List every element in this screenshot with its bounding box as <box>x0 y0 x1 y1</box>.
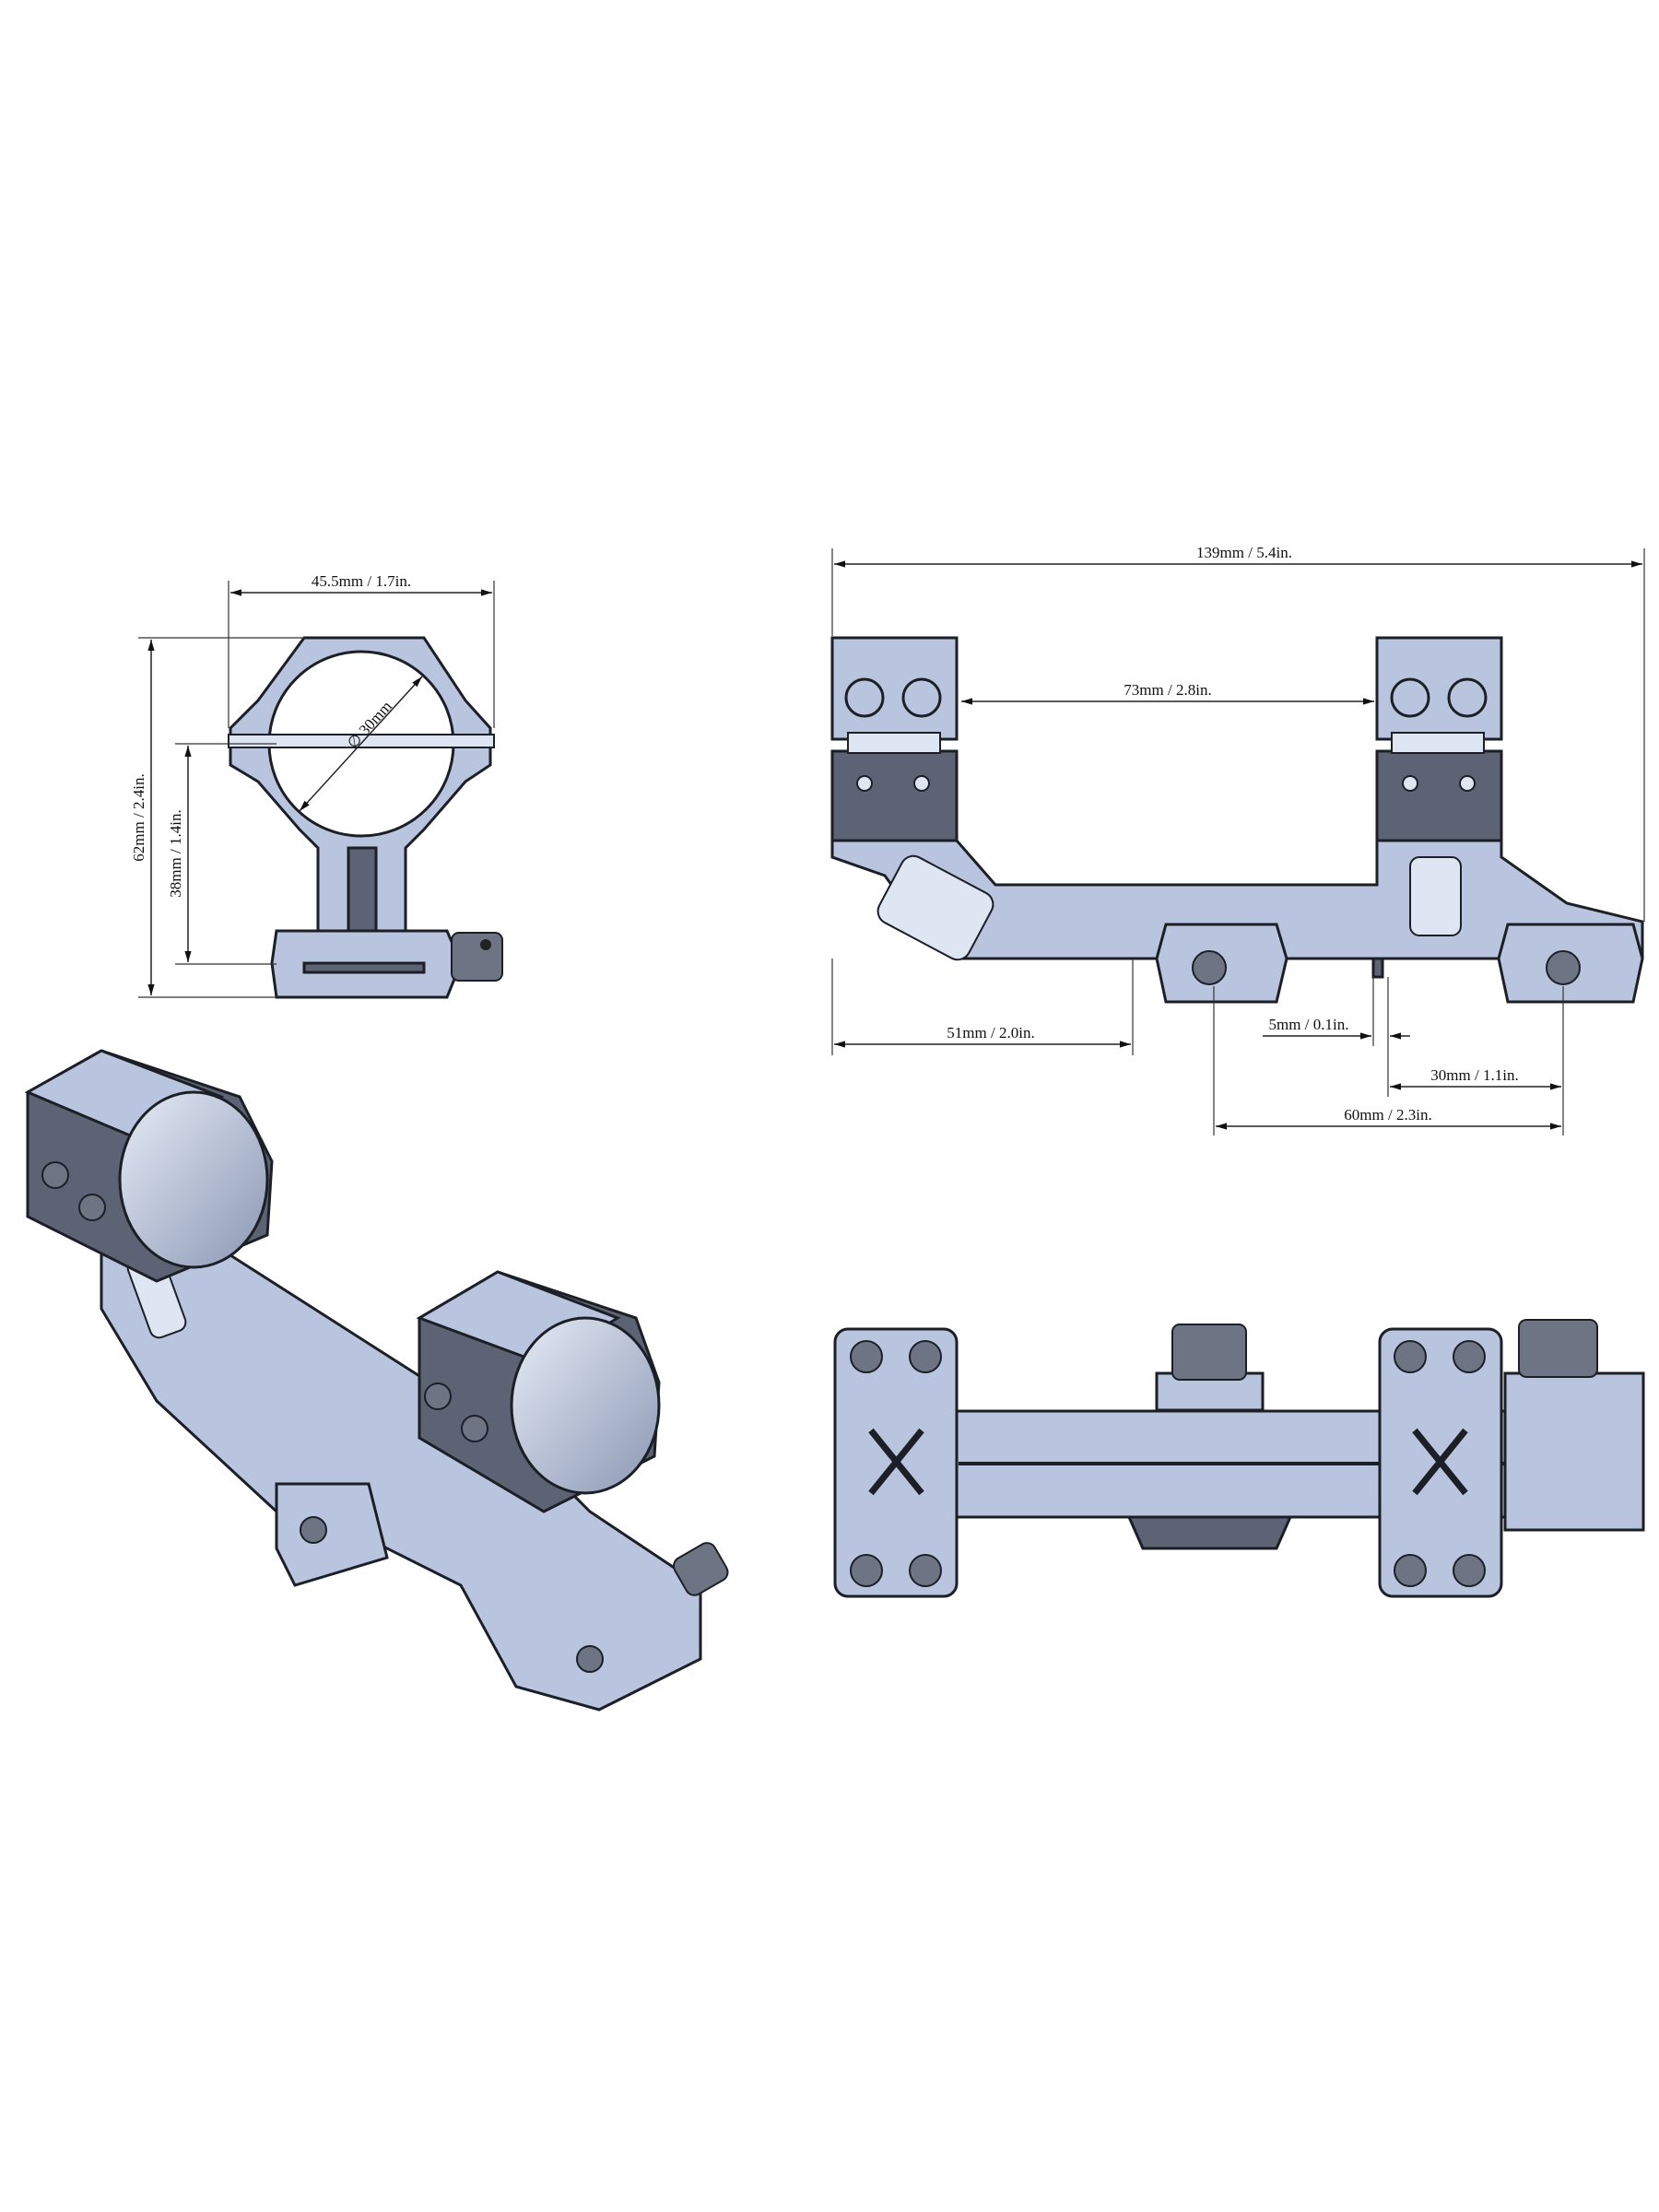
side-view: 139mm / 5.4in. 73mm / 2.8in. 51mm / 2.0i… <box>830 544 1645 1135</box>
top-nut-front <box>1171 1324 1247 1381</box>
lug-label: 5mm / 0.1in. <box>1269 1016 1349 1033</box>
side-cutout <box>877 854 994 961</box>
ring-slot <box>347 846 378 933</box>
front-width-label: 45.5mm / 1.7in. <box>312 572 411 590</box>
top-view <box>833 1319 1645 1598</box>
right-ring-base <box>1375 749 1503 842</box>
left-ring-base <box>830 749 959 842</box>
clamp-nut <box>451 932 503 982</box>
top-left-ring <box>833 1327 959 1598</box>
top-right-ring <box>1378 1327 1503 1598</box>
iso-nut <box>673 1542 729 1596</box>
ring-spacing-label: 73mm / 2.8in. <box>1124 681 1211 699</box>
iso-front-clamp <box>275 1482 389 1587</box>
isometric-view <box>24 1049 729 1712</box>
front-height-label: 62mm / 2.4in. <box>130 773 147 861</box>
offset-label: 51mm / 2.0in. <box>947 1024 1034 1041</box>
clamp-spacing-label: 60mm / 2.3in. <box>1344 1106 1431 1124</box>
top-clamp-rear <box>1503 1371 1645 1532</box>
length-label: 139mm / 5.4in. <box>1196 544 1292 561</box>
center-height-label: 38mm / 1.4in. <box>167 809 184 897</box>
top-nut-rear <box>1518 1319 1598 1378</box>
recoil-lug <box>1371 957 1384 979</box>
front-view: 45.5mm / 1.7in. 62mm / 2.4in. 38mm / 1.4… <box>130 572 503 999</box>
lug-to-clamp-label: 30mm / 1.1in. <box>1430 1066 1518 1084</box>
